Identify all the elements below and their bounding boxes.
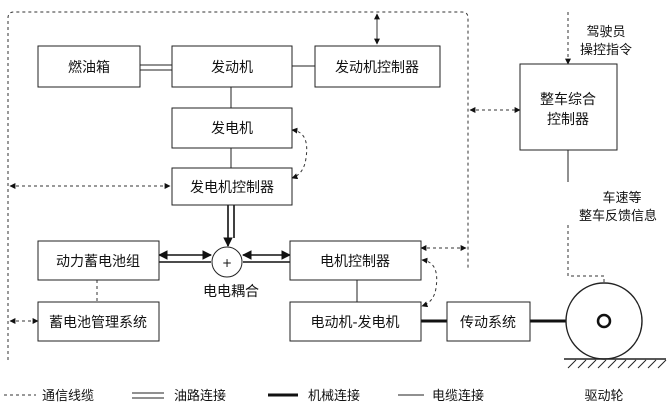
coupling-label: 电电耦合 (203, 284, 259, 300)
bms-label: 蓄电池管理系统 (49, 315, 147, 331)
fuel-tank-label: 燃油箱 (68, 59, 110, 76)
comm-feedback-low (567, 225, 605, 293)
fuel-tank-block: 燃油箱 (37, 45, 141, 88)
engine-block: 发动机 (171, 45, 293, 88)
bms-block: 蓄电池管理系统 (37, 301, 160, 342)
legend-mech-label: 机械连接 (308, 388, 360, 404)
generator-controller-label: 发电机控制器 (190, 180, 274, 196)
coupling-plus: + (222, 256, 232, 270)
comm-bus-top (7, 11, 469, 360)
generator-controller-block: 发电机控制器 (171, 167, 293, 206)
engine-controller-label: 发动机控制器 (335, 60, 419, 76)
driver-command-line2: 操控指令 (580, 42, 632, 58)
engine-controller-block: 发动机控制器 (314, 45, 441, 88)
comm-gen-loop-arrow (291, 127, 308, 180)
drive-wheel-label: 驱动轮 (584, 389, 623, 404)
feedback-line1: 车速等 (602, 190, 641, 206)
transmission-label: 传动系统 (460, 315, 516, 331)
generator-label: 发电机 (211, 121, 253, 137)
battery-pack-block: 动力蓄电池组 (37, 240, 160, 281)
transmission-block: 传动系统 (446, 301, 531, 342)
comm-motor-loop-arrow (421, 257, 438, 308)
generator-block: 发电机 (171, 107, 293, 149)
vehicle-controller-label-1: 整车综合 (540, 91, 596, 108)
engine-label: 发动机 (211, 60, 253, 76)
legend-oil-label: 油路连接 (174, 388, 226, 404)
coupling-node: + (211, 246, 243, 278)
motor-controller-block: 电机控制器 (289, 240, 422, 281)
vehicle-controller-block: 整车综合 控制器 (519, 63, 618, 151)
motor-generator-label: 电动机-发电机 (310, 315, 399, 331)
driver-command-line1: 驾驶员 (586, 25, 625, 40)
legend-cable-label: 电缆连接 (432, 388, 484, 404)
battery-pack-label: 动力蓄电池组 (56, 254, 140, 270)
feedback-line2: 整车反馈信息 (579, 208, 657, 224)
motor-generator-block: 电动机-发电机 (289, 301, 422, 342)
drive-wheel-icon (564, 282, 667, 369)
vehicle-controller-label-2: 控制器 (547, 112, 589, 128)
motor-controller-label: 电机控制器 (320, 254, 390, 270)
legend-comm-label: 通信线缆 (42, 388, 94, 404)
